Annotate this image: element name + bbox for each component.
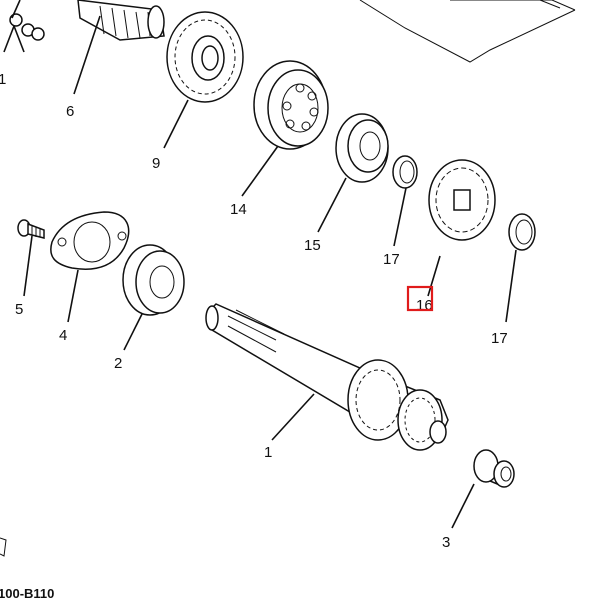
circlip-17-right [508,213,536,251]
leader-lines [23,15,517,529]
callout-17-right: 17 [491,330,508,347]
needle-bearing [77,0,165,41]
oil-seal-15 [335,113,389,183]
bearing-14 [253,60,329,150]
callout-3: 3 [442,534,450,551]
drawing-code: 100-B110 [0,586,54,600]
callout-17-left: 17 [383,251,400,268]
callout-2: 2 [114,355,122,372]
callout-16: 16 [416,297,433,314]
collar-3 [473,449,515,488]
callout-15: 15 [304,237,321,254]
gear-9 [166,11,244,103]
callout-9: 9 [152,155,160,172]
callout-labels: 1 6 9 14 15 17 16 17 5 4 2 1 3 [0,71,508,551]
callout-5: 5 [15,301,23,318]
retainer-plate-4 [50,211,130,270]
main-axle-1 [205,303,449,451]
callout-1: 1 [264,444,272,461]
callout-14: 14 [230,201,247,218]
callout-1-top: 1 [0,71,6,88]
circlip-17-left [392,155,418,189]
highlight-box-16 [406,285,434,312]
bolt-5 [17,219,45,239]
callout-4: 4 [59,327,67,344]
edge-fragment [0,537,7,557]
assembly-frame-outline [359,0,576,63]
callout-6: 6 [66,103,74,120]
ball-cluster-part [3,0,45,53]
drive-sprocket-16 [428,159,496,241]
bearing-2 [122,244,185,316]
